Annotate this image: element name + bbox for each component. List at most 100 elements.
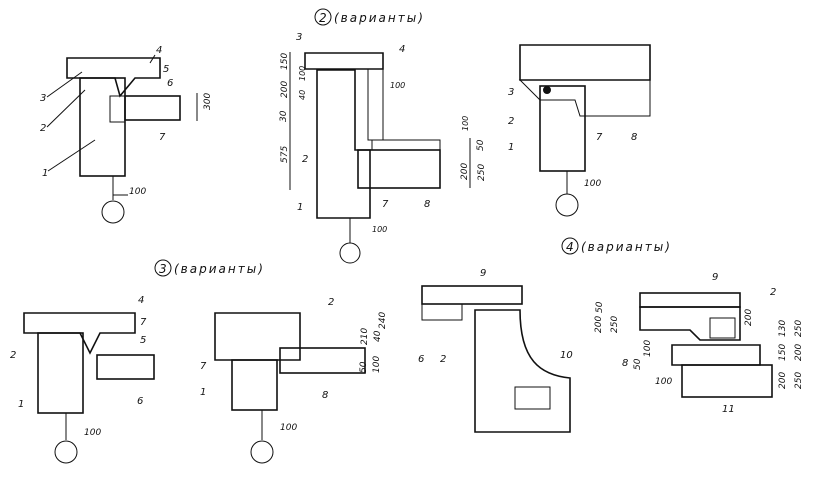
group-heading-4: 4 (варианты) bbox=[561, 237, 672, 255]
label-7: 7 bbox=[596, 132, 603, 143]
dim-100a: 100 bbox=[298, 66, 307, 81]
group-number-circle bbox=[314, 8, 332, 26]
dim-200r2: 200 bbox=[794, 344, 804, 361]
dim-200: 200 bbox=[280, 81, 290, 98]
dim-130: 130 bbox=[778, 320, 788, 337]
label-7: 7 bbox=[200, 361, 207, 372]
label-8: 8 bbox=[622, 358, 628, 369]
dim-100b: 100 bbox=[655, 377, 672, 387]
top-slab bbox=[304, 52, 384, 70]
group-label: (варианты) bbox=[581, 240, 672, 254]
dim-100: 100 bbox=[280, 423, 297, 433]
wall-column bbox=[539, 85, 586, 172]
top-slab bbox=[23, 312, 136, 355]
dim-100: 100 bbox=[643, 340, 653, 357]
label-8: 8 bbox=[631, 132, 637, 143]
detail-c: 100 3 2 1 7 8 bbox=[508, 44, 651, 217]
dim-100: 100 bbox=[84, 428, 101, 438]
insulation-block bbox=[514, 386, 551, 410]
seal-cord bbox=[543, 86, 551, 94]
top-slab bbox=[214, 312, 301, 361]
label-7: 7 bbox=[159, 132, 166, 143]
group-number: 4 bbox=[566, 240, 574, 254]
group-number: 3 bbox=[159, 262, 167, 276]
wall-column bbox=[79, 77, 126, 177]
dim-300: 300 bbox=[203, 93, 213, 110]
middle-beam bbox=[671, 344, 761, 366]
detail-b: 150 200 30 575 100 40 100 100 50 200 250… bbox=[279, 32, 487, 264]
dim-100-bottom: 100 bbox=[372, 225, 387, 234]
dim-50: 50 bbox=[359, 361, 369, 373]
label-4: 4 bbox=[399, 44, 405, 55]
top-slab bbox=[519, 44, 651, 81]
dim-200r3: 200 bbox=[778, 372, 788, 389]
group-heading-3: 3 (варианты) bbox=[154, 259, 265, 277]
dim-200b: 200 bbox=[460, 163, 470, 180]
label-1: 1 bbox=[508, 142, 514, 153]
dim-100b: 100 bbox=[390, 81, 405, 90]
insulated-strip bbox=[421, 303, 463, 321]
dim-250: 250 bbox=[610, 316, 620, 333]
dim-40: 40 bbox=[373, 330, 383, 342]
dim-100b: 100 bbox=[372, 356, 382, 373]
wall-column bbox=[37, 332, 84, 414]
label-6: 6 bbox=[418, 354, 424, 365]
label-7: 7 bbox=[140, 317, 147, 328]
leader bbox=[46, 89, 86, 128]
wall-column bbox=[231, 359, 278, 411]
label-1: 1 bbox=[42, 168, 48, 179]
top-panel bbox=[421, 285, 523, 305]
axis-marker bbox=[54, 440, 78, 464]
axis-marker bbox=[555, 193, 579, 217]
dim-40: 40 bbox=[298, 90, 307, 100]
label-10: 10 bbox=[560, 350, 573, 361]
label-2: 2 bbox=[440, 354, 446, 365]
dim-150: 150 bbox=[280, 53, 290, 70]
leader bbox=[47, 139, 96, 172]
group-heading-2: 2 (варианты) bbox=[314, 8, 425, 26]
leader bbox=[46, 71, 83, 98]
dim-50: 50 bbox=[476, 139, 486, 151]
label-9: 9 bbox=[480, 268, 486, 279]
axis-marker bbox=[101, 200, 125, 224]
label-1: 1 bbox=[18, 399, 24, 410]
dim-250: 250 bbox=[477, 164, 487, 181]
group-number-circle bbox=[561, 237, 579, 255]
dim-240: 240 bbox=[378, 312, 388, 329]
detail-e: 100 210 40 240 50 100 2 7 1 8 bbox=[200, 297, 388, 464]
leader bbox=[149, 54, 156, 64]
panel-insulated bbox=[96, 354, 155, 380]
dim-150: 150 bbox=[778, 344, 788, 361]
dim-50: 50 bbox=[595, 301, 605, 313]
detail-g: 9 2 8 11 200 50 250 50 100 100 200 130 2… bbox=[594, 272, 804, 415]
group-label: (варианты) bbox=[334, 11, 425, 25]
detail-a: 100 300 4 5 6 7 3 2 1 bbox=[40, 45, 213, 224]
label-3: 3 bbox=[296, 32, 302, 43]
dim-100c: 100 bbox=[461, 116, 470, 131]
label-2: 2 bbox=[508, 116, 514, 127]
label-6: 6 bbox=[167, 78, 173, 89]
floor-slab bbox=[279, 347, 366, 374]
label-8: 8 bbox=[424, 199, 430, 210]
support-column bbox=[474, 309, 571, 433]
top-slab bbox=[66, 57, 161, 98]
wall-column bbox=[316, 69, 371, 219]
label-1: 1 bbox=[200, 387, 206, 398]
label-1: 1 bbox=[297, 202, 303, 213]
group-number-circle bbox=[154, 259, 172, 277]
seal-strip bbox=[109, 95, 126, 123]
joint-block bbox=[709, 317, 736, 339]
group-label: (варианты) bbox=[174, 262, 265, 276]
label-9: 9 bbox=[712, 272, 718, 283]
dim-30: 30 bbox=[279, 110, 289, 122]
dim-250r: 250 bbox=[794, 320, 804, 337]
label-2: 2 bbox=[770, 287, 776, 298]
dim-575: 575 bbox=[280, 146, 290, 163]
detail-f: 9 6 2 10 bbox=[418, 268, 573, 433]
floor-topping bbox=[371, 139, 441, 151]
label-4: 4 bbox=[138, 295, 144, 306]
label-2: 2 bbox=[40, 123, 46, 134]
label-8: 8 bbox=[322, 390, 328, 401]
dim-100: 100 bbox=[584, 179, 601, 189]
